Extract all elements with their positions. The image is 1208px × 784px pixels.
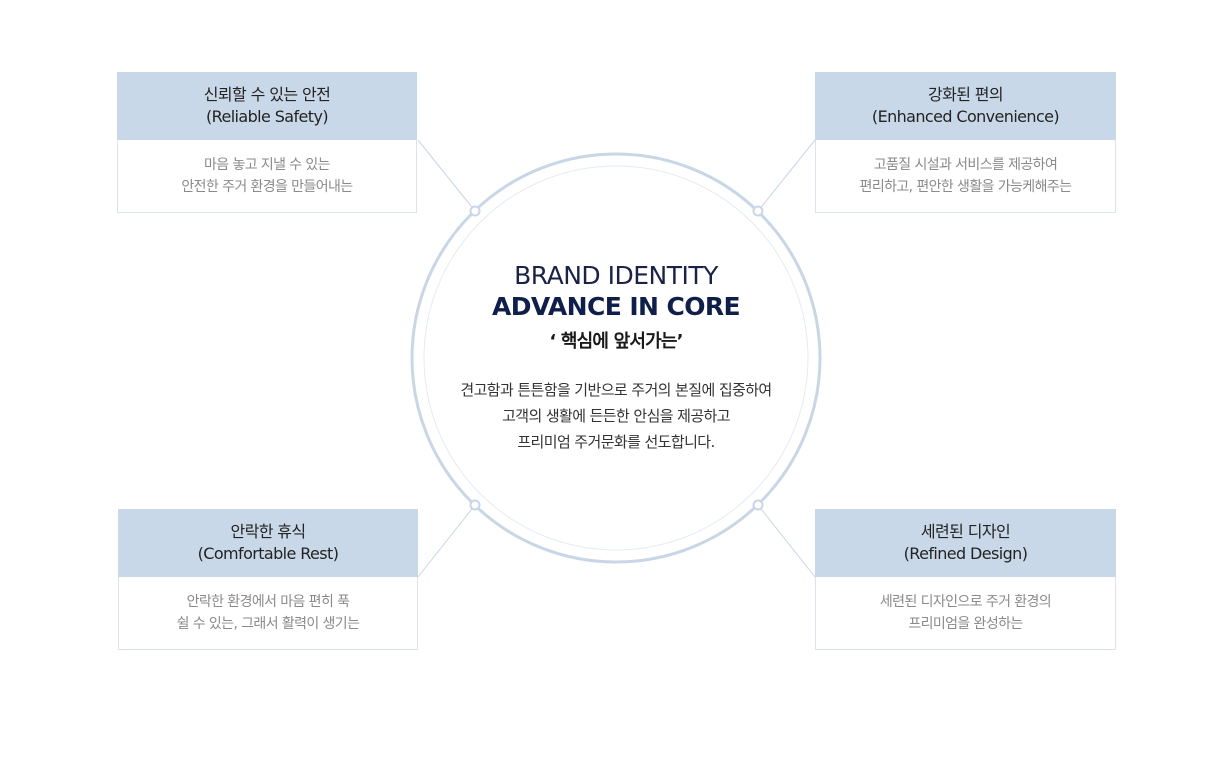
value-card-title-ko: 안락한 휴식 <box>230 522 306 541</box>
value-card-title-en: (Refined Design) <box>903 544 1028 563</box>
connector-dot-top-right <box>752 205 764 217</box>
connector-line-bottom-right <box>757 504 816 578</box>
value-card-desc-line: 쉴 수 있는, 그래서 활력이 생기는 <box>176 616 360 632</box>
value-card-title-ko: 신뢰할 수 있는 안전 <box>203 85 331 104</box>
value-card-title-en: (Reliable Safety) <box>206 107 329 126</box>
value-card-header: 강화된 편의 (Enhanced Convenience) <box>815 72 1116 140</box>
brand-description: 견고함과 튼튼함을 기반으로 주거의 본질에 집중하여 고객의 생활에 든든한 … <box>460 377 772 455</box>
value-card-body: 마음 놓고 지낼 수 있는 안전한 주거 환경을 만들어내는 <box>117 140 417 213</box>
brand-slogan: ADVANCE IN CORE <box>491 292 741 321</box>
value-card-title-en: (Comfortable Rest) <box>197 544 339 563</box>
value-card-enhanced-convenience: 강화된 편의 (Enhanced Convenience) 고품질 시설과 서비… <box>815 72 1116 213</box>
connector-dot-bottom-right <box>752 499 764 511</box>
brand-identity-circle: BRAND IDENTITY ADVANCE IN CORE ‘ 핵심에 앞서가… <box>412 154 820 562</box>
connector-dot-bottom-left <box>469 499 481 511</box>
value-card-title-ko: 세련된 디자인 <box>920 522 1011 541</box>
brand-description-line: 견고함과 튼튼함을 기반으로 주거의 본질에 집중하여 <box>460 381 772 399</box>
value-card-desc-line: 안전한 주거 환경을 만들어내는 <box>181 179 353 195</box>
value-card-desc-line: 프리미엄을 완성하는 <box>908 616 1023 632</box>
value-card-header: 안락한 휴식 (Comfortable Rest) <box>118 509 418 577</box>
value-card-refined-design: 세련된 디자인 (Refined Design) 세련된 디자인으로 주거 환경… <box>815 509 1116 650</box>
connector-line-top-right <box>757 139 816 212</box>
value-card-comfortable-rest: 안락한 휴식 (Comfortable Rest) 안락한 환경에서 마음 편히… <box>118 509 418 650</box>
value-card-desc-line: 편리하고, 편안한 생활을 가능케해주는 <box>859 179 1072 195</box>
brand-description-line: 프리미엄 주거문화를 선도합니다. <box>517 433 715 451</box>
brand-identity-title: BRAND IDENTITY <box>514 261 718 290</box>
connector-line-top-left <box>417 139 476 212</box>
outer-ring <box>410 152 822 564</box>
brand-description-line: 고객의 생활에 든든한 안심을 제공하고 <box>502 407 730 425</box>
connector-line-bottom-left <box>417 504 476 578</box>
value-card-reliable-safety: 신뢰할 수 있는 안전 (Reliable Safety) 마음 놓고 지낼 수… <box>117 72 417 213</box>
brand-tagline: ‘ 핵심에 앞서가는’ <box>549 331 683 352</box>
value-card-body: 안락한 환경에서 마음 편히 푹 쉴 수 있는, 그래서 활력이 생기는 <box>118 577 418 650</box>
value-card-title-en: (Enhanced Convenience) <box>871 107 1060 126</box>
value-card-title-ko: 강화된 편의 <box>927 85 1004 104</box>
value-card-header: 신뢰할 수 있는 안전 (Reliable Safety) <box>117 72 417 140</box>
value-card-header: 세련된 디자인 (Refined Design) <box>815 509 1116 577</box>
value-card-body: 세련된 디자인으로 주거 환경의 프리미엄을 완성하는 <box>815 577 1116 650</box>
value-card-desc-line: 세련된 디자인으로 주거 환경의 <box>879 594 1052 610</box>
value-card-desc-line: 마음 놓고 지낼 수 있는 <box>204 157 331 173</box>
inner-ring <box>423 165 809 551</box>
value-card-body: 고품질 시설과 서비스를 제공하여 편리하고, 편안한 생활을 가능케해주는 <box>815 140 1116 213</box>
connector-dot-top-left <box>469 205 481 217</box>
value-card-desc-line: 안락한 환경에서 마음 편히 푹 <box>186 594 350 610</box>
value-card-desc-line: 고품질 시설과 서비스를 제공하여 <box>873 157 1058 173</box>
